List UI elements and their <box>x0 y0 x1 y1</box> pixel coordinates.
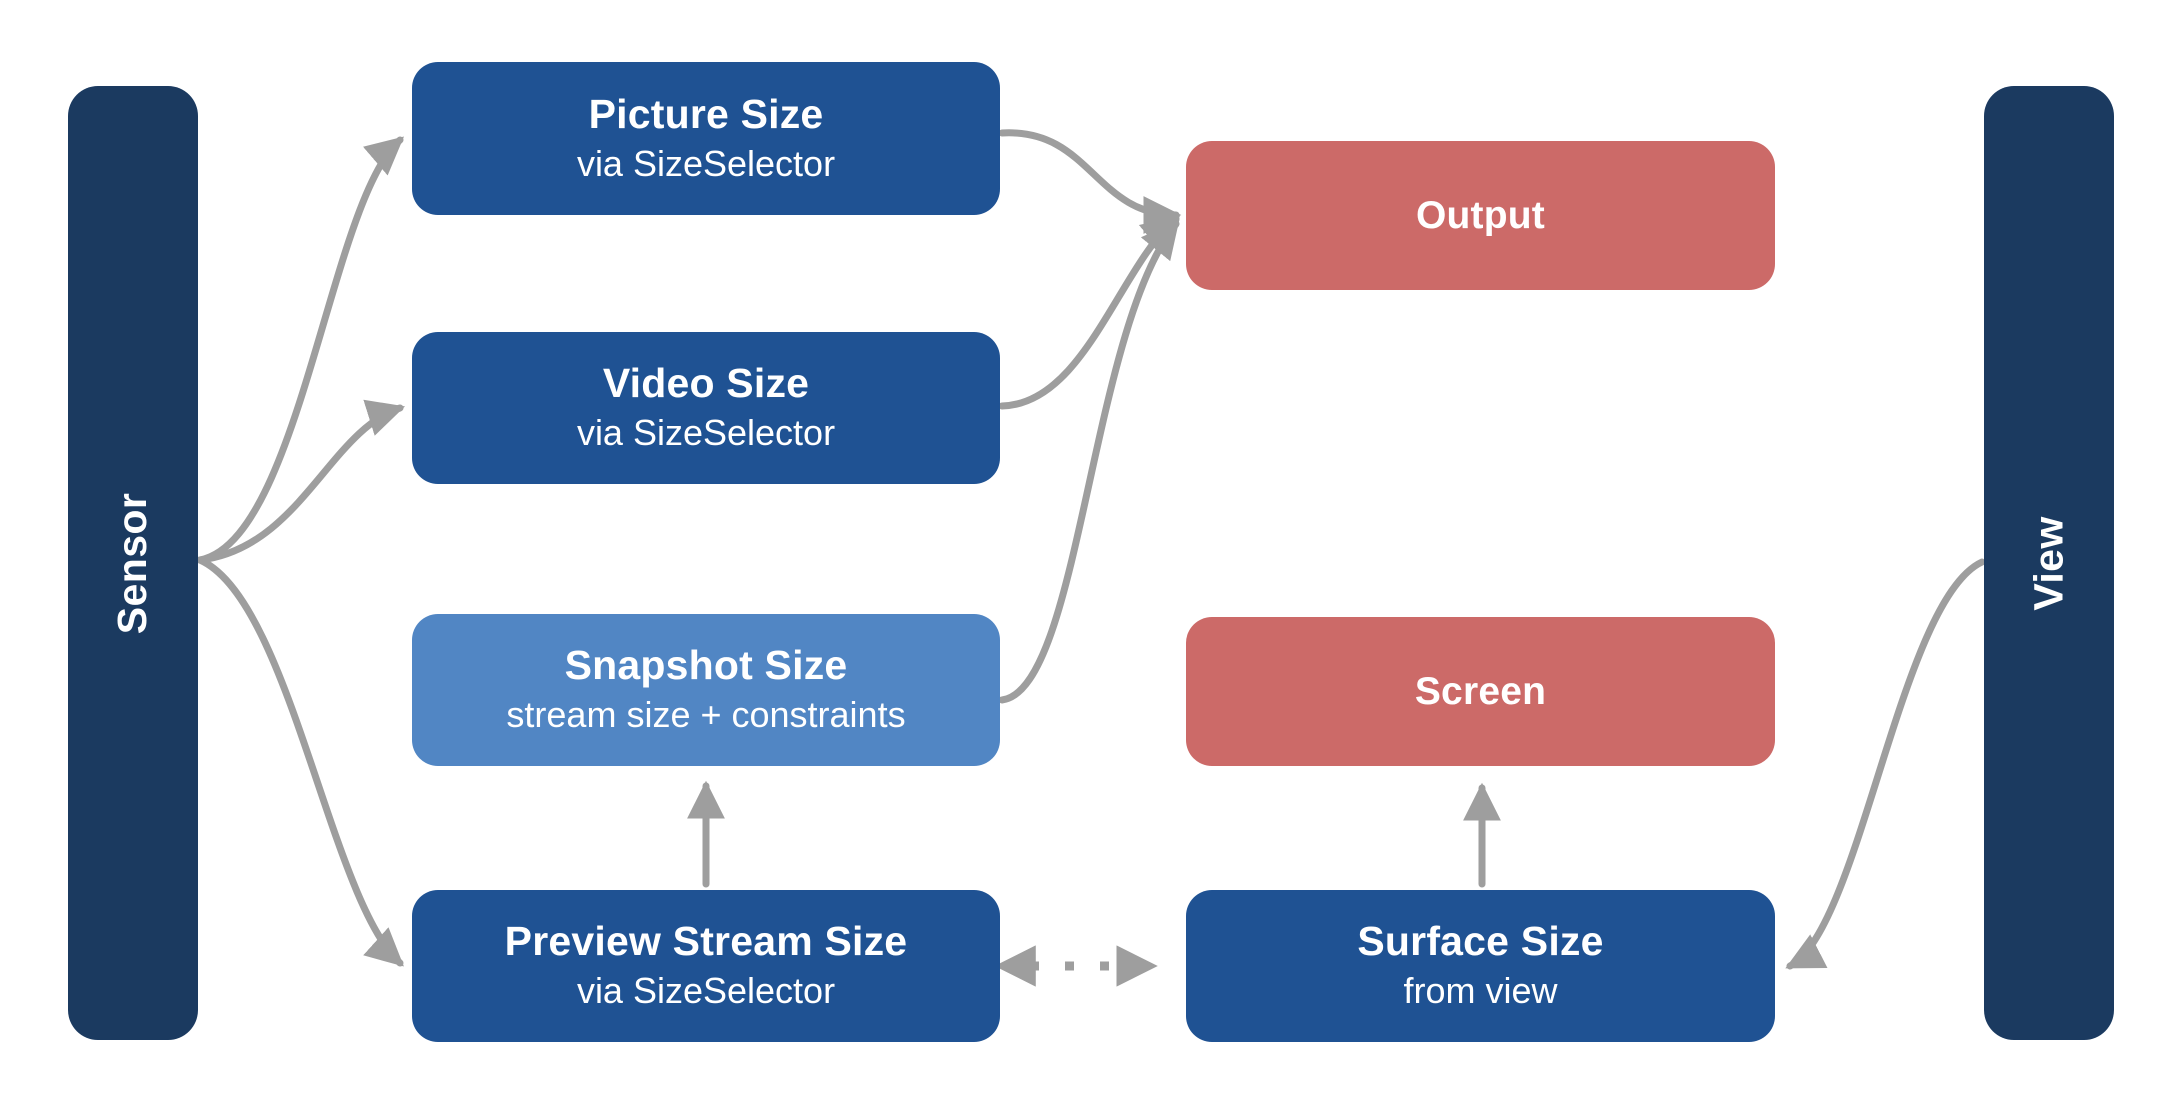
node-snapshot-size[interactable]: Snapshot Size stream size + constraints <box>412 614 1000 766</box>
node-snapshot-size-title: Snapshot Size <box>564 642 848 689</box>
edge-sensor-video <box>196 399 406 564</box>
edge-sensor-picture <box>196 136 405 564</box>
node-screen-title: Screen <box>1414 669 1547 713</box>
lane-sensor-label: Sensor <box>109 492 156 634</box>
node-picture-size-title: Picture Size <box>588 90 824 137</box>
lane-view[interactable]: View <box>1984 86 2114 1040</box>
node-picture-size[interactable]: Picture Size via SizeSelector <box>412 62 1000 215</box>
edge-sensor-preview <box>196 556 404 967</box>
lane-sensor[interactable]: Sensor <box>68 86 198 1040</box>
node-preview-stream-size[interactable]: Preview Stream Size via SizeSelector <box>412 890 1000 1042</box>
node-preview-stream-size-title: Preview Stream Size <box>504 918 908 965</box>
edge-video-output <box>998 215 1181 410</box>
node-snapshot-size-subtitle: stream size + constraints <box>506 694 906 736</box>
node-surface-size-title: Surface Size <box>1357 918 1604 965</box>
node-output-title: Output <box>1416 193 1545 237</box>
node-picture-size-subtitle: via SizeSelector <box>576 142 836 184</box>
edge-view-surface <box>1785 558 1986 970</box>
node-screen[interactable]: Screen <box>1186 617 1775 766</box>
node-video-size-subtitle: via SizeSelector <box>576 412 836 454</box>
node-output[interactable]: Output <box>1186 141 1775 290</box>
lane-view-label: View <box>2025 515 2072 611</box>
edge-picture-output <box>998 129 1182 234</box>
node-surface-size[interactable]: Surface Size from view <box>1186 890 1775 1042</box>
node-preview-stream-size-subtitle: via SizeSelector <box>576 970 836 1012</box>
edge-snapshot-output <box>998 219 1180 704</box>
node-surface-size-subtitle: from view <box>1403 970 1558 1012</box>
node-video-size[interactable]: Video Size via SizeSelector <box>412 332 1000 484</box>
node-video-size-title: Video Size <box>602 360 810 407</box>
